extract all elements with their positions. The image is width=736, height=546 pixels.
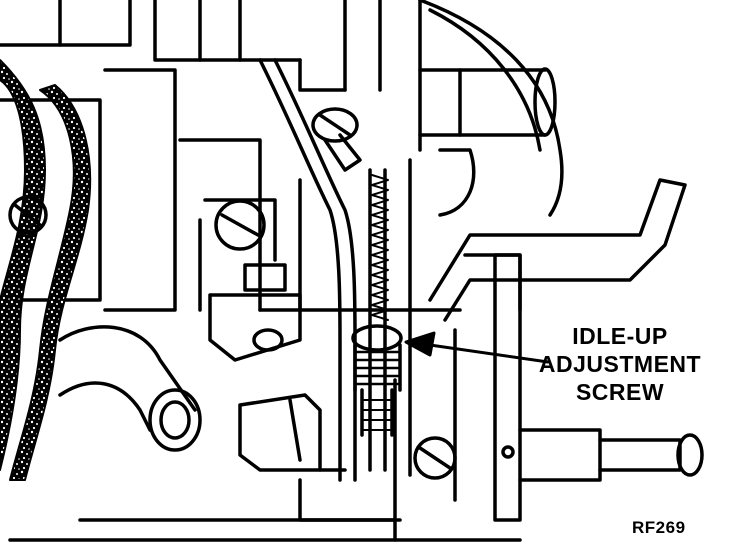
callout-line-3: SCREW <box>575 379 665 405</box>
throttle-lever-arm <box>428 178 687 322</box>
vacuum-hose <box>58 325 202 452</box>
left-screw <box>8 195 48 235</box>
callout-line-1: IDLE-UP <box>572 323 668 349</box>
top-bolt <box>311 107 362 172</box>
carburetor-body <box>0 0 522 542</box>
callout-leader <box>404 331 550 364</box>
throttle-stop <box>238 393 397 522</box>
figure-id: RF269 <box>632 518 686 537</box>
plate-screw <box>203 198 277 262</box>
return-spring <box>371 174 389 321</box>
idle-up-adjustment-screw-label: IDLE-UP ADJUSTMENT SCREW <box>520 322 720 406</box>
callout-line-2: ADJUSTMENT <box>538 351 702 377</box>
lower-screw <box>413 436 457 480</box>
wiring-harness <box>0 59 92 481</box>
bracket-nut <box>208 263 302 362</box>
vacuum-diaphragm-housing <box>418 0 564 217</box>
upper-hose-nipple <box>418 67 557 137</box>
lower-right-shaft <box>518 428 704 482</box>
idle-up-adjustment-screw <box>351 324 403 437</box>
mounting-bracket <box>493 253 522 522</box>
